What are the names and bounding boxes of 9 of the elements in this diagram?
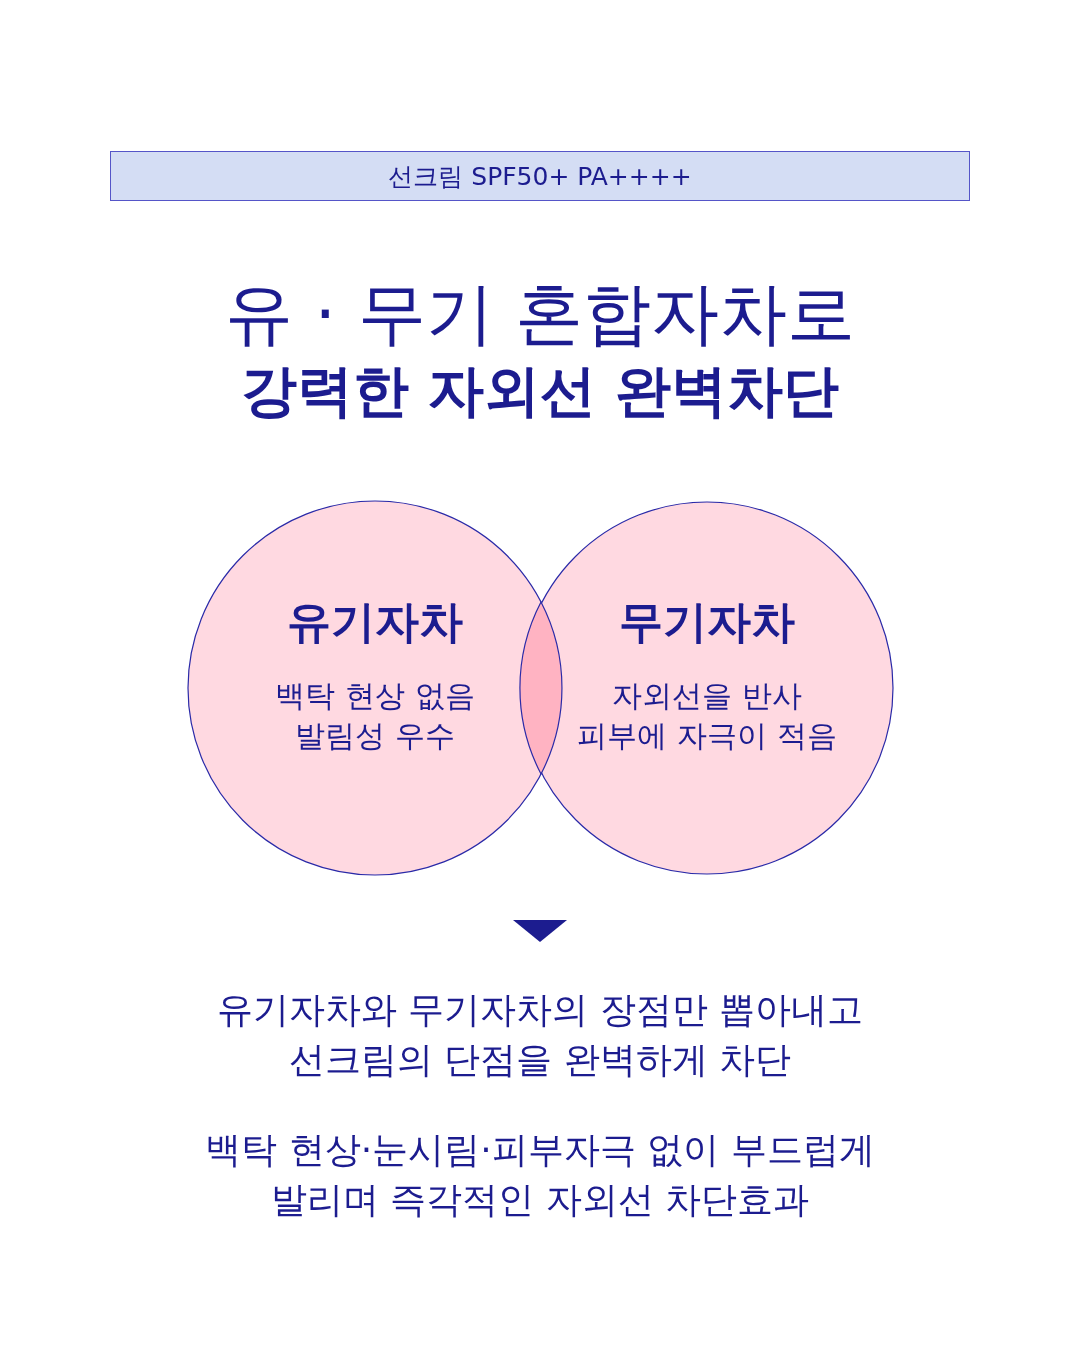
banner-text: 선크림 SPF50+ PA++++ <box>388 160 692 193</box>
circle-text: 자외선을 반사 피부에 자극이 적음 <box>576 677 838 755</box>
paragraph: 유기자차와 무기자차의 장점만 뽑아내고 선크림의 단점을 완벽하게 차단 <box>215 988 865 1082</box>
circle-heading: 유기자차 <box>287 595 463 649</box>
circle-heading: 무기자차 <box>619 595 795 649</box>
heading: 유 · 무기 혼합자차로 강력한 자외선 완벽차단 <box>223 273 857 425</box>
paragraph: 백탁 현상·눈시림·피부자극 없이 부드럽게 발리며 즉각적인 자외선 차단효과 <box>204 1128 876 1222</box>
circle-text: 백탁 현상 없음 발림성 우수 <box>274 677 476 755</box>
title-banner <box>110 151 970 201</box>
